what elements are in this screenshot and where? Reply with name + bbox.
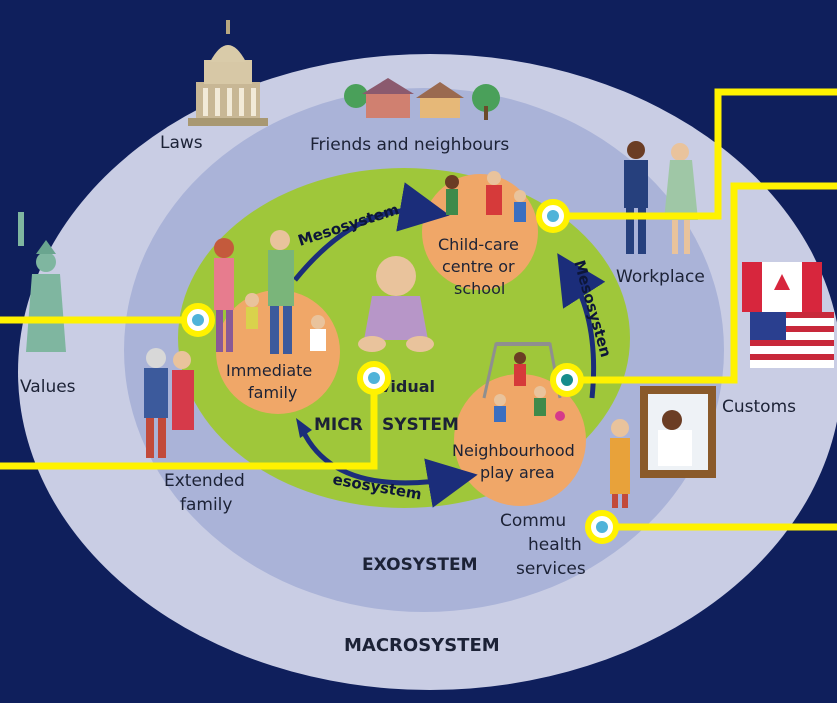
friends-label: Friends and neighbours [310, 135, 509, 155]
childcare-node-label-1: Child-care [438, 235, 519, 254]
childcare-node-label-3: school [454, 279, 505, 298]
baby-icon [358, 256, 434, 352]
playarea-node [454, 374, 586, 506]
clinic-icon [610, 386, 716, 508]
callout-line-playarea [567, 182, 837, 384]
childcare-node-label-2: centre or [442, 257, 515, 276]
playarea-node-label-2: play area [480, 463, 555, 482]
capitol-icon [188, 20, 268, 126]
microsystem-label-prefix: MICR [314, 415, 363, 435]
playarea-node-label-1: Neighbourhood [452, 441, 575, 460]
community-label-2: health [528, 535, 582, 555]
marker-community-dot [596, 521, 608, 533]
laws-label: Laws [160, 133, 203, 153]
customs-label: Customs [722, 397, 796, 417]
family-node-label-1: Immediate [226, 361, 312, 380]
family-node-label-2: family [248, 383, 297, 402]
marker-childcare-dot [547, 210, 559, 222]
elderly-couple-icon [144, 348, 194, 458]
callout-markers [181, 199, 619, 544]
statue-of-liberty-icon [18, 212, 66, 352]
microsystem-label-suffix: SYSTEM [382, 415, 459, 435]
exosystem-label: EXOSYSTEM [362, 555, 478, 575]
houses-icon [344, 78, 500, 120]
mesosystem-arrowhead-left [296, 418, 312, 438]
flags-icon [742, 262, 834, 368]
mesosystem-arrow-top [293, 182, 450, 282]
workplace-label: Workplace [616, 267, 705, 287]
workers-icon [624, 141, 698, 254]
community-label-3: services [516, 559, 586, 579]
callout-line-childcare [553, 88, 837, 220]
marker-individual-dot [368, 372, 380, 384]
marker-family-dot [192, 314, 204, 326]
mesosystem-arrow-bottom [297, 423, 478, 508]
callout-lines [0, 88, 837, 531]
family-icon [214, 230, 326, 354]
callout-line-individual [0, 378, 378, 470]
extended-family-label-1: Extended [164, 471, 245, 491]
values-label: Values [20, 377, 76, 397]
individual-label: vidual [380, 377, 435, 396]
children-icon [445, 171, 526, 222]
extended-family-label-2: family [180, 495, 232, 515]
macrosystem-label: MACROSYSTEM [344, 635, 500, 656]
marker-playarea-dot [561, 374, 573, 386]
community-label-1: Commu [500, 511, 566, 531]
